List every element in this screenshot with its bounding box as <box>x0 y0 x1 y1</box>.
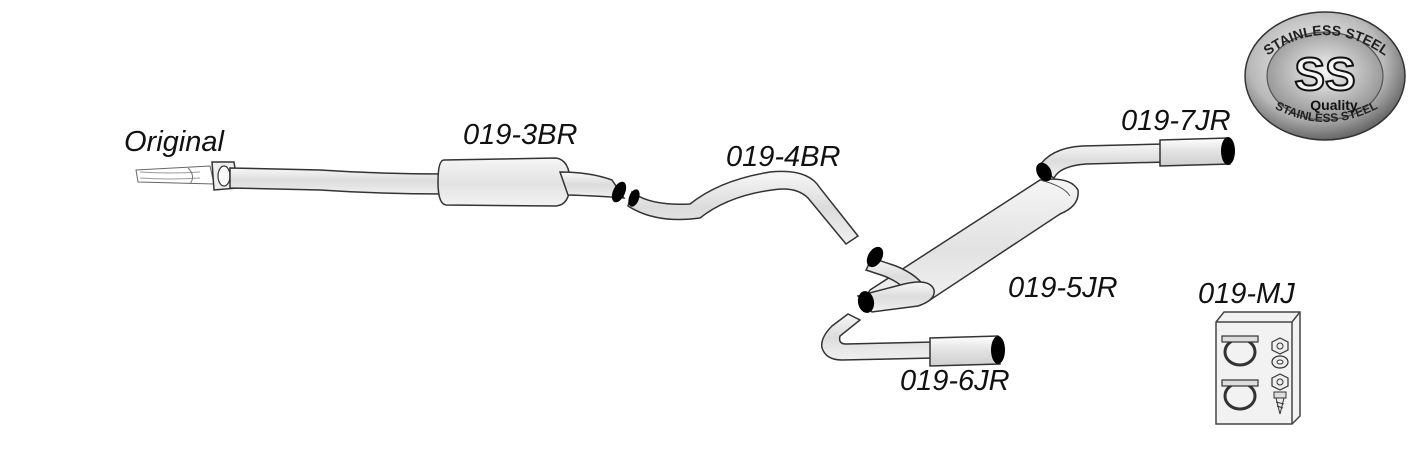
label-original: Original <box>124 126 224 158</box>
washer-icon <box>1271 355 1289 369</box>
stainless-steel-badge: STAINLESS STEEL STAINLESS STEEL SS Quali… <box>1244 11 1406 141</box>
label-019-6jr[interactable]: 019-6JR <box>900 365 1010 397</box>
part-019-5jr[interactable] <box>856 178 1079 314</box>
label-019-3br[interactable]: 019-3BR <box>463 119 578 151</box>
screw-icon <box>1273 391 1287 415</box>
badge-sub-text: Quality <box>1310 97 1358 113</box>
label-019-mj[interactable]: 019-MJ <box>1198 278 1295 310</box>
part-019-3br[interactable] <box>229 157 629 207</box>
part-019-4br[interactable] <box>626 170 860 245</box>
part-019-6jr[interactable] <box>820 313 1005 367</box>
part-019-mj-kit[interactable] <box>1215 311 1301 425</box>
nut-icon <box>1271 373 1289 391</box>
nut-icon <box>1271 337 1289 355</box>
label-019-7jr[interactable]: 019-7JR <box>1121 105 1231 137</box>
clamp-icon <box>1221 379 1259 411</box>
original-pipe-stub <box>135 165 215 185</box>
badge-center-text: SS <box>1294 48 1355 100</box>
part-019-7jr[interactable] <box>1033 137 1235 184</box>
clamp-icon <box>1221 335 1259 367</box>
label-019-5jr[interactable]: 019-5JR <box>1008 272 1118 304</box>
label-019-4br[interactable]: 019-4BR <box>726 141 841 173</box>
